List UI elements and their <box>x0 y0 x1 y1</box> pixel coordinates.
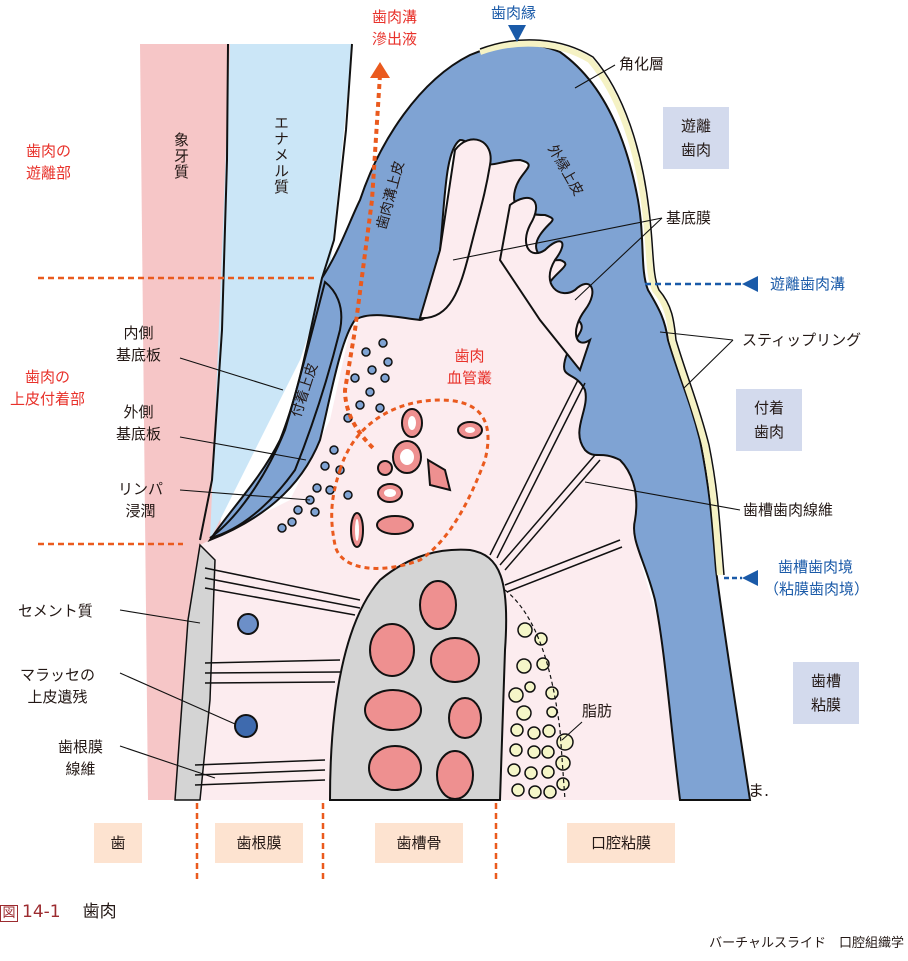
region-free-line2: 歯肉 <box>680 141 711 159</box>
free-part-label: 歯肉の 遊離部 <box>26 140 71 184</box>
lymph-infiltration-line2: 浸潤 <box>125 502 156 520</box>
mucogingival-junction-label: 歯槽歯肉境 （粘膜歯肉境） <box>764 556 869 600</box>
leader-lines <box>119 64 741 779</box>
enamel-label: エナメル質 <box>272 115 290 195</box>
gingival-margin-marker <box>508 25 526 42</box>
zone-box-pdl: 歯根膜 <box>215 823 303 863</box>
region-free-line1: 遊離 <box>680 117 711 135</box>
keratin-layer-label: 角化層 <box>619 55 665 73</box>
region-attached-line1: 付着 <box>753 399 784 417</box>
region-box-alveolar-mucosa: 歯槽 粘膜 <box>793 662 859 724</box>
vascular-plexus-outline <box>330 398 490 570</box>
zone-box-alveolar-bone: 歯槽骨 <box>375 823 463 863</box>
sulcular-fluid-arrow <box>342 74 382 452</box>
gingival-epithelium <box>207 43 752 801</box>
vascular-plexus-label: 歯肉 血管叢 <box>447 345 492 389</box>
artist-signature: ま. <box>748 781 770 800</box>
rete-pegs <box>418 138 594 373</box>
free-part-line2: 遊離部 <box>26 164 72 182</box>
malassez-line2: 上皮遺残 <box>27 688 88 706</box>
free-groove-arrowhead <box>742 276 758 292</box>
malassez-rest <box>234 714 258 738</box>
free-gingival-groove-label: 遊離歯肉溝 <box>770 275 846 293</box>
attached-epi-part-line2: 上皮付着部 <box>10 390 86 408</box>
figure-prefix: 図 <box>0 905 18 922</box>
mgj-line1: 歯槽歯肉境 <box>778 558 854 576</box>
zone-box-oral-mucosa: 口腔粘膜 <box>567 823 675 863</box>
sulcular-fluid-line2: 滲出液 <box>372 30 418 48</box>
pdl-fibers-line1: 歯根膜 <box>58 738 104 756</box>
dentin-enamel-junction <box>199 43 229 541</box>
vascular-plexus-line2: 血管叢 <box>447 369 493 387</box>
keratin-layer <box>479 40 723 576</box>
attached-epi-part-line1: 歯肉の <box>25 368 71 386</box>
outer-basal-lamina-line2: 基底板 <box>116 425 162 443</box>
basement-membrane-label: 基底膜 <box>666 209 712 227</box>
mgj-line2: （粘膜歯肉境） <box>764 580 870 598</box>
pdl-fibers-line2: 線維 <box>65 760 96 778</box>
vascular-plexus-line1: 歯肉 <box>454 347 485 365</box>
stippling-label: スティップリング <box>742 331 862 349</box>
malassez-rest <box>237 613 259 635</box>
pdl-fibers <box>194 567 361 786</box>
figure-title: 歯肉 <box>82 902 117 922</box>
fat-cells <box>507 622 574 799</box>
figure-number: 14-1 <box>22 902 61 922</box>
fat-label: 脂肪 <box>582 702 613 720</box>
malassez-label: マラッセの 上皮遺残 <box>20 664 95 708</box>
fat-boundary <box>504 589 566 801</box>
lymph-infiltration <box>277 338 393 533</box>
pdl-fibers-label: 歯根膜 線維 <box>58 736 103 780</box>
mgj-arrowhead <box>742 570 758 586</box>
region-box-free-gingiva: 遊離 歯肉 <box>663 107 729 169</box>
attached-epi-part-label: 歯肉の 上皮付着部 <box>10 366 85 410</box>
cementum-label: セメント質 <box>18 602 93 620</box>
inner-basal-lamina-label: 内側 基底板 <box>116 322 161 366</box>
cementum-region <box>174 543 216 801</box>
blood-vessel-lumens <box>355 416 475 541</box>
enamel-surface <box>321 43 353 279</box>
zone-box-tooth: 歯 <box>94 823 142 863</box>
sulcular-fluid-line1: 歯肉溝 <box>372 8 418 26</box>
outer-basal-lamina-label: 外側 基底板 <box>116 401 161 445</box>
junctional-epithelium <box>209 280 343 539</box>
sulcular-fluid-arrowhead <box>370 62 390 78</box>
source-credit: バーチャルスライド 口腔組織学 <box>709 936 904 951</box>
enamel-region <box>210 44 352 540</box>
alveolar-gingival-fibers-label: 歯槽歯肉線維 <box>743 501 834 519</box>
malassez-line1: マラッセの <box>20 666 96 684</box>
dentin-label: 象牙質 <box>172 132 190 180</box>
sulcular-fluid-label: 歯肉溝 滲出液 <box>372 6 417 50</box>
lymph-infiltration-line1: リンパ <box>118 480 164 498</box>
blood-vessels <box>350 408 483 548</box>
inner-basal-lamina-line2: 基底板 <box>116 346 162 364</box>
zone-dividers <box>195 803 498 880</box>
alveolar-gingival-fibers <box>489 379 623 593</box>
region-box-attached-gingiva: 付着 歯肉 <box>736 389 802 451</box>
outer-basal-lamina-line1: 外側 <box>123 403 154 421</box>
free-part-line1: 歯肉の <box>26 142 72 160</box>
region-mucosa-line1: 歯槽 <box>810 672 841 690</box>
lymph-infiltration-label: リンパ 浸潤 <box>118 478 163 522</box>
bone-marrow-spaces <box>364 580 482 800</box>
region-mucosa-line2: 粘膜 <box>810 696 841 714</box>
region-attached-line2: 歯肉 <box>753 423 784 441</box>
gingival-margin-label: 歯肉縁 <box>491 4 537 22</box>
inner-basal-lamina-line1: 内側 <box>123 324 154 342</box>
